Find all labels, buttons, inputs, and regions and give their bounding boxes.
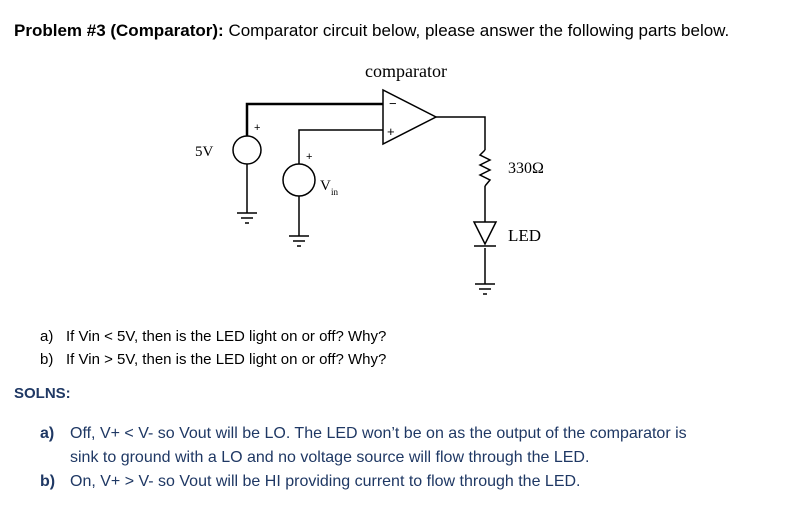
question-a: a) If Vin < 5V, then is the LED light on … bbox=[40, 328, 386, 345]
source-vin-subscript: in bbox=[331, 187, 339, 197]
source-5v-label: 5V bbox=[195, 144, 214, 160]
answer-a-line2: sink to ground with a LO and no voltage … bbox=[70, 449, 590, 466]
source-vin-plus-sign: + bbox=[306, 151, 312, 163]
answer-a-line1: Off, V+ < V- so Vout will be LO. The LED… bbox=[70, 425, 687, 442]
source-5v-plus-sign: + bbox=[254, 122, 260, 134]
source-vin-symbol bbox=[282, 163, 316, 197]
ground-symbol-vin bbox=[289, 235, 309, 247]
question-b-text: If Vin > 5V, then is the LED light on or… bbox=[66, 351, 387, 368]
circuit-title: comparator bbox=[365, 61, 447, 81]
opamp-minus-sign: − bbox=[389, 96, 397, 111]
solutions-label: SOLNS: bbox=[14, 385, 71, 402]
ground-symbol-led bbox=[475, 283, 495, 295]
answer-a: a) Off, V+ < V- so Vout will be LO. The L… bbox=[40, 422, 687, 470]
source-vin-label: V bbox=[320, 178, 331, 194]
answer-a-label: a) bbox=[40, 425, 55, 442]
led-symbol bbox=[472, 221, 498, 247]
resistor-label: 330Ω bbox=[508, 160, 544, 177]
led-label: LED bbox=[508, 226, 541, 245]
ground-symbol-5v bbox=[237, 212, 257, 224]
resistor-symbol bbox=[478, 149, 492, 187]
question-a-text: If Vin < 5V, then is the LED light on or… bbox=[66, 328, 387, 345]
problem-title: Problem #3 (Comparator): bbox=[14, 21, 224, 40]
answer-b-line1: On, V+ > V- so Vout will be HI providing… bbox=[70, 473, 581, 490]
comparator-opamp-symbol bbox=[382, 88, 438, 146]
question-b-label: b) bbox=[40, 351, 54, 368]
circuit-wires bbox=[245, 102, 486, 284]
problem-heading: Problem #3 (Comparator): Comparator circ… bbox=[14, 21, 729, 41]
source-5v-symbol bbox=[232, 135, 262, 165]
answer-b: b) On, V+ > V- so Vout will be HI providi… bbox=[40, 470, 581, 494]
problem-instructions: Comparator circuit below, please answer … bbox=[228, 21, 730, 40]
comparator-circuit-diagram: comparator − + + 5V + V in 330Ω bbox=[195, 61, 544, 295]
answer-b-label: b) bbox=[40, 473, 56, 490]
question-a-label: a) bbox=[40, 328, 54, 345]
opamp-plus-sign: + bbox=[387, 124, 395, 139]
question-b: b) If Vin > 5V, then is the LED light on … bbox=[40, 351, 386, 368]
